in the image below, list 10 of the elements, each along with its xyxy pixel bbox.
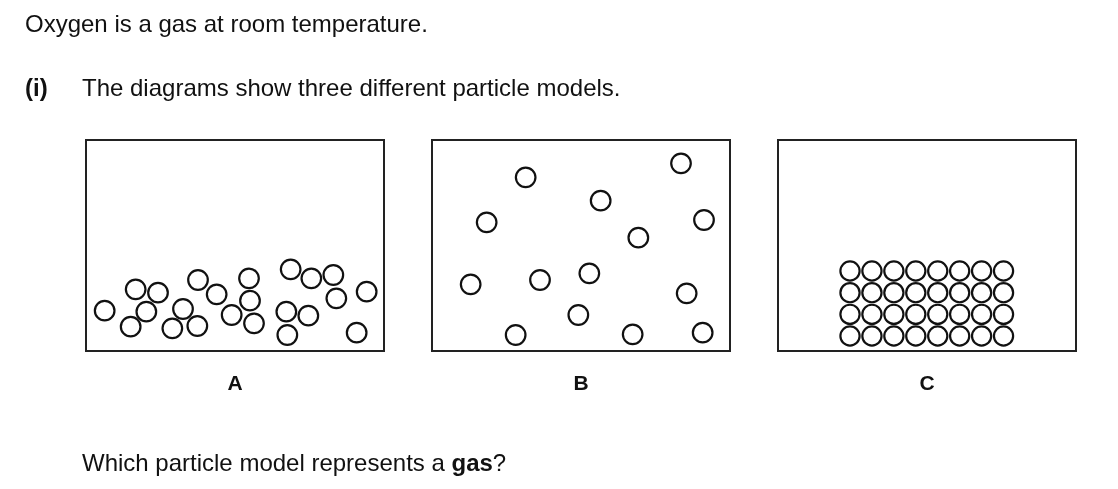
question-text: The diagrams show three different particle models. bbox=[82, 76, 621, 100]
container-box bbox=[431, 139, 731, 352]
question-text: Oxygen is a gas at room temperature. bbox=[25, 12, 428, 36]
model-letter: A bbox=[226, 372, 244, 393]
question-text: Which particle model represents a gas? bbox=[82, 451, 507, 475]
container-box bbox=[85, 139, 385, 352]
model-letter: B bbox=[572, 372, 590, 393]
model-letter: C bbox=[918, 372, 936, 393]
part-number: (i) bbox=[25, 76, 48, 100]
container-box bbox=[777, 139, 1077, 352]
